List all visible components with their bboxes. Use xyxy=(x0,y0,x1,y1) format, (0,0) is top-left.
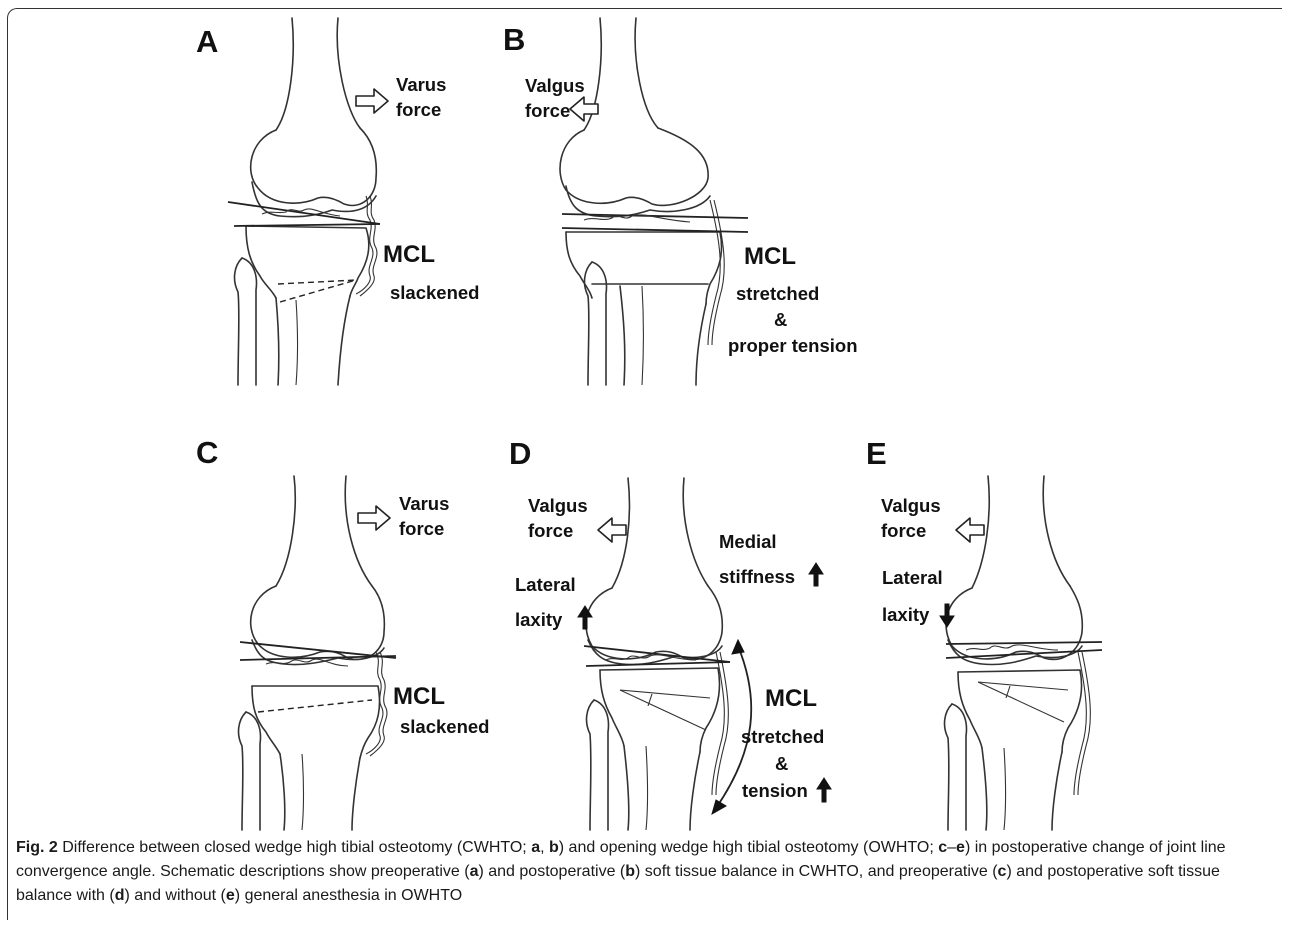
panel-c-letter: C xyxy=(196,435,218,470)
panel-d-medial-line1: Medial xyxy=(719,531,777,552)
panel-e-lateral-line1: Lateral xyxy=(882,567,943,588)
panel-d-state3: tension xyxy=(742,780,808,801)
panel-d-lateral-line2: laxity xyxy=(515,609,563,630)
caption-panel-ref: e xyxy=(956,839,965,856)
panel-b-state1: stretched xyxy=(736,283,819,304)
panel-e-lateral-down-arrow xyxy=(940,604,954,627)
panel-c-force-line1: Varus xyxy=(399,493,449,514)
caption-text: Difference between closed wedge high tib… xyxy=(16,839,1226,904)
caption-fragment: – xyxy=(947,839,956,856)
caption-panel-ref: c xyxy=(938,839,947,856)
figure-caption: Fig. 2 Difference between closed wedge h… xyxy=(16,836,1271,908)
panel-c-mcl-label: MCL xyxy=(393,683,445,710)
panel-e: E Valgus force Lateral laxity xyxy=(866,436,1102,830)
caption-fragment: ) general anesthesia in OWHTO xyxy=(235,887,462,904)
caption-label: Fig. 2 xyxy=(16,839,58,856)
caption-panel-ref: e xyxy=(226,887,235,904)
panel-e-letter: E xyxy=(866,436,887,471)
panel-d-letter: D xyxy=(509,436,531,471)
panel-a-force-line2: force xyxy=(396,99,441,120)
panel-d-state1: stretched xyxy=(741,726,824,747)
panel-d-medial-up-arrow xyxy=(809,563,823,586)
caption-panel-ref: b xyxy=(625,863,635,880)
panel-d-force-arrow xyxy=(598,518,626,542)
panel-e-lateral-line2: laxity xyxy=(882,604,930,625)
panel-d: D Valg xyxy=(509,436,831,830)
panel-d-force-line1: Valgus xyxy=(528,495,588,516)
caption-fragment: Difference between closed wedge high tib… xyxy=(58,839,531,856)
panel-b-force-arrow xyxy=(570,97,598,121)
panel-a-mcl-label: MCL xyxy=(383,241,435,268)
caption-panel-ref: d xyxy=(115,887,125,904)
panel-e-force-line1: Valgus xyxy=(881,495,941,516)
panel-c-state: slackened xyxy=(400,716,489,737)
panel-a-force-arrow xyxy=(356,89,388,113)
caption-fragment: ) and without ( xyxy=(125,887,226,904)
caption-fragment: ) and opening wedge high tibial osteotom… xyxy=(559,839,938,856)
panel-a-state: slackened xyxy=(390,282,479,303)
caption-fragment: ) soft tissue balance in CWHTO, and preo… xyxy=(635,863,998,880)
panel-d-state2: & xyxy=(775,753,788,774)
caption-panel-ref: a xyxy=(531,839,540,856)
panel-c-knee-drawing xyxy=(239,476,396,830)
panel-d-force-line2: force xyxy=(528,520,573,541)
panel-b: B Valgus force MCL stretched & prop xyxy=(503,18,858,385)
panel-b-force-line1: Valgus xyxy=(525,75,585,96)
panel-c-force-line2: force xyxy=(399,518,444,539)
caption-fragment: ) and postoperative ( xyxy=(478,863,625,880)
panel-b-knee-drawing xyxy=(560,18,748,385)
caption-panel-ref: b xyxy=(549,839,559,856)
panel-c-force-arrow xyxy=(358,506,390,530)
panel-e-force-line2: force xyxy=(881,520,926,541)
panel-a-letter: A xyxy=(196,24,218,59)
panel-a-force-line1: Varus xyxy=(396,74,446,95)
panel-b-state2: & xyxy=(774,309,787,330)
panel-b-letter: B xyxy=(503,22,525,57)
caption-fragment: , xyxy=(540,839,549,856)
panel-d-medial-line2: stiffness xyxy=(719,566,795,587)
panel-e-force-arrow xyxy=(956,518,984,542)
panel-b-mcl-label: MCL xyxy=(744,243,796,270)
panel-b-force-line2: force xyxy=(525,100,570,121)
panel-a: A xyxy=(196,18,479,385)
panel-c: C Varus force MCL slackened xyxy=(196,435,489,830)
panel-d-lateral-line1: Lateral xyxy=(515,574,576,595)
panel-d-tension-up-arrow xyxy=(817,778,831,802)
panel-b-state3: proper tension xyxy=(728,335,858,356)
panel-d-mcl-label: MCL xyxy=(765,685,817,712)
panel-a-knee-drawing xyxy=(228,18,380,385)
